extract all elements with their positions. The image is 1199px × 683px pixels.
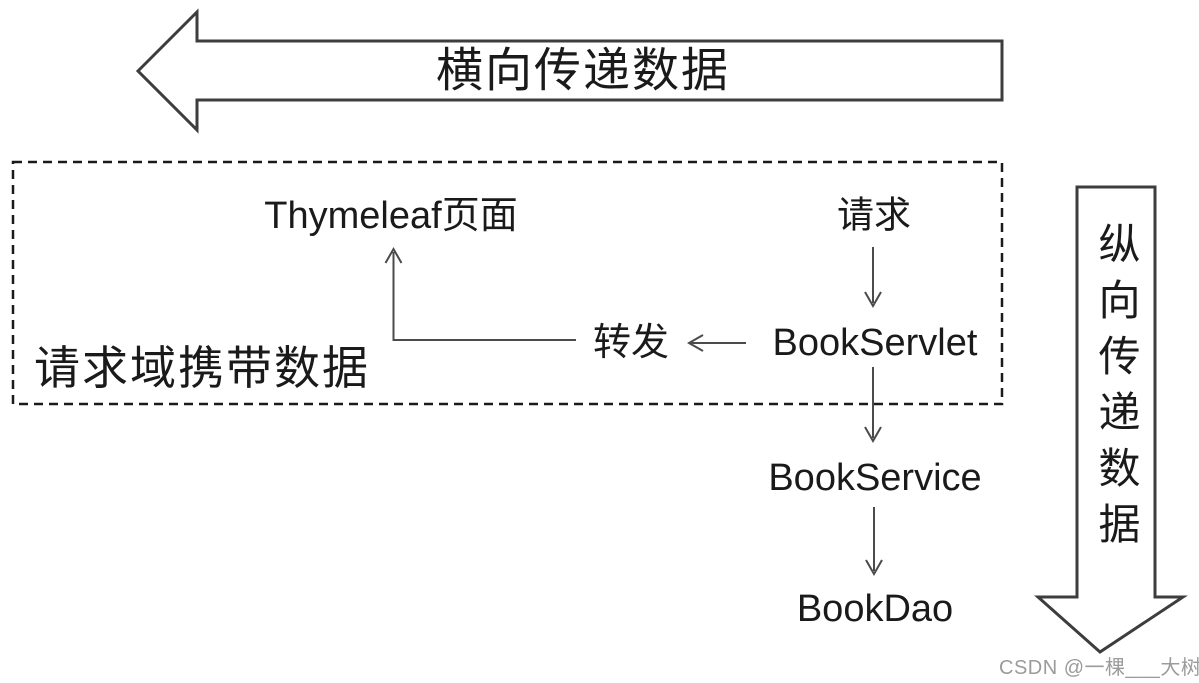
node-book-service: BookService bbox=[768, 457, 982, 499]
csdn-watermark: CSDN @一棵___大树 bbox=[999, 657, 1199, 679]
vertical-transfer-block-arrow bbox=[1034, 185, 1188, 654]
node-book-dao: BookDao bbox=[796, 588, 954, 630]
vertical-arrow-label: 纵向传递数据 bbox=[1093, 222, 1140, 558]
request-to-bookservlet-arrow bbox=[864, 247, 882, 309]
node-forward: 转发 bbox=[592, 322, 670, 364]
forward-to-thymeleaf-elbow-arrow bbox=[384, 246, 576, 341]
node-book-servlet: BookServlet bbox=[772, 322, 978, 364]
horizontal-arrow-label: 横向传递数据 bbox=[436, 43, 730, 97]
node-thymeleaf-page: Thymeleaf页面 bbox=[264, 195, 518, 237]
bookservlet-to-forward-arrow bbox=[686, 334, 746, 352]
request-scope-caption: 请求域携带数据 bbox=[34, 342, 370, 394]
bookservlet-to-bookservice-arrow bbox=[864, 367, 882, 444]
horizontal-transfer-block-arrow bbox=[135, 8, 1004, 134]
node-request: 请求 bbox=[837, 194, 911, 236]
bookservice-to-bookdao-arrow bbox=[865, 507, 883, 577]
request-scope-dashed-box bbox=[11, 160, 1004, 406]
